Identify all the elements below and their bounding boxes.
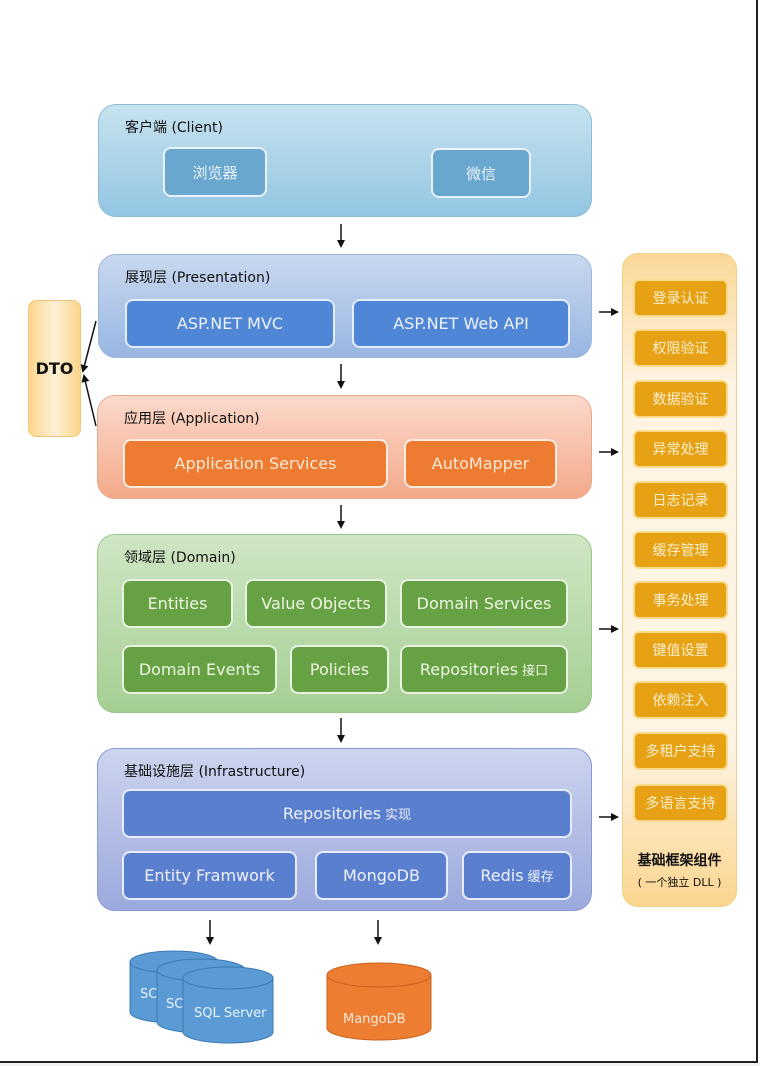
redis-suffix: 缓存 [527,870,554,885]
framework-item-settings[interactable]: 键值设置 [633,631,728,669]
framework-item-di[interactable]: 依赖注入 [633,681,728,719]
framework-title: 基础框架组件 [637,853,722,869]
aspnet-webapi-box[interactable]: ASP.NET Web API [352,299,570,348]
framework-components-panel: 登录认证 权限验证 数据验证 异常处理 日志记录 缓存管理 事务处理 键值设置 … [622,253,737,907]
frame-below-strip [0,1063,760,1066]
sql-db-label-mid: SC [166,997,183,1012]
value-objects-box[interactable]: Value Objects [245,579,387,628]
application-layer-title: 应用层 (Application) [124,411,260,427]
repositories-impl-suffix: 实现 [385,808,412,823]
framework-item-exception[interactable]: 异常处理 [633,430,728,468]
entity-framework-box[interactable]: Entity Framwork [122,851,297,900]
aspnet-mvc-box[interactable]: ASP.NET MVC [125,299,335,348]
framework-item-logging[interactable]: 日志记录 [633,481,728,519]
application-layer: 应用层 (Application) Application Services A… [97,395,592,499]
policies-box[interactable]: Policies [290,645,389,694]
presentation-layer: 展现层 (Presentation) ASP.NET MVC ASP.NET W… [98,254,592,358]
infrastructure-layer-title: 基础设施层 (Infrastructure) [124,764,306,780]
framework-subtitle: ( 一个独立 DLL ) [637,876,722,889]
domain-services-box[interactable]: Domain Services [400,579,568,628]
browser-box[interactable]: 浏览器 [163,147,267,197]
frame-border-bottom [0,1061,758,1063]
frame-border-right [756,0,758,1063]
arrow-application-to-dto [81,374,97,427]
repositories-interface-box[interactable]: Repositories 接口 [400,645,568,694]
redis-label: Redis [480,866,524,885]
mongodb-box[interactable]: MongoDB [315,851,448,900]
arrow-presentation-to-dto [80,320,97,373]
dto-box[interactable]: DTO [28,300,81,437]
framework-item-login-auth[interactable]: 登录认证 [633,279,728,317]
framework-item-transaction[interactable]: 事务处理 [633,581,728,619]
repositories-interface-suffix: 接口 [522,664,549,679]
repositories-interface-label: Repositories [419,660,519,679]
client-layer: 客户端 (Client) 浏览器 微信 [98,104,592,217]
wechat-box[interactable]: 微信 [431,148,531,198]
framework-item-cache[interactable]: 缓存管理 [633,531,728,569]
framework-item-data-validation[interactable]: 数据验证 [633,380,728,418]
domain-layer: 领域层 (Domain) Entities Value Objects Doma… [97,534,592,713]
framework-item-multitenancy[interactable]: 多租户支持 [633,732,728,770]
framework-item-permission[interactable]: 权限验证 [633,329,728,367]
domain-events-box[interactable]: Domain Events [122,645,277,694]
domain-layer-title: 领域层 (Domain) [124,550,236,566]
repositories-impl-label: Repositories [282,804,382,823]
framework-item-localization[interactable]: 多语言支持 [633,784,728,822]
application-services-box[interactable]: Application Services [123,439,388,488]
automapper-box[interactable]: AutoMapper [404,439,557,488]
sql-db-label-back: SC [140,987,157,1002]
presentation-layer-title: 展现层 (Presentation) [125,270,271,286]
sql-server-label: SQL Server [194,1006,267,1021]
repositories-impl-box[interactable]: Repositories 实现 [122,789,572,838]
infrastructure-layer: 基础设施层 (Infrastructure) Repositories 实现 E… [97,748,592,911]
client-layer-title: 客户端 (Client) [125,120,223,136]
mongodb-db-icon[interactable]: MangoDB [326,962,432,1041]
entities-box[interactable]: Entities [122,579,233,628]
sql-server-db-icon[interactable]: SQL Server [182,966,274,1044]
mongodb-db-label: MangoDB [343,1012,406,1027]
redis-cache-box[interactable]: Redis 缓存 [462,851,572,900]
